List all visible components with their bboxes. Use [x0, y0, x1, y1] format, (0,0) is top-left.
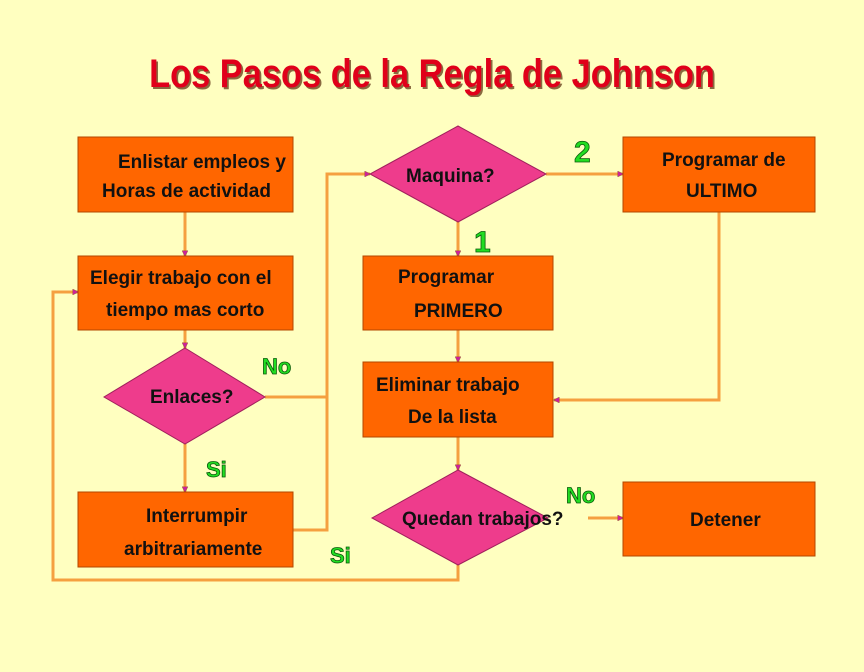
node-detener-label: Detener — [690, 510, 761, 531]
edge-label-maquina-1: 1 — [474, 226, 491, 259]
node-enlaces: Enlaces? — [103, 347, 266, 445]
edge-label-enlaces-no: No — [262, 354, 291, 379]
node-programar-ultimo-line1: Programar de — [662, 150, 786, 171]
edge-label-enlaces-si: Si — [206, 457, 227, 482]
node-elegir: Elegir trabajo con el tiempo mas corto — [77, 255, 294, 331]
node-enlistar: Enlistar empleos y Horas de actividad — [77, 136, 294, 213]
node-quedan-label: Quedan trabajos? — [402, 509, 564, 530]
edge-label-quedan-no: No — [566, 483, 595, 508]
node-programar-primero-line1: Programar — [398, 267, 495, 288]
edge-quedan-si-loop — [51, 292, 460, 582]
node-elegir-line2: tiempo mas corto — [106, 300, 264, 321]
node-programar-primero-line2: PRIMERO — [414, 301, 503, 322]
node-maquina: Maquina? — [368, 125, 548, 223]
connectors — [51, 174, 721, 582]
node-maquina-label: Maquina? — [406, 166, 495, 187]
node-programar-primero: Programar PRIMERO — [362, 255, 554, 331]
edge-interrumpir-to-maquina — [293, 174, 370, 532]
node-eliminar: Eliminar trabajo De la lista — [362, 361, 554, 438]
node-detener: Detener — [622, 481, 816, 557]
node-interrumpir-line2: arbitrariamente — [124, 539, 262, 560]
node-programar-ultimo: Programar de ULTIMO — [622, 136, 816, 213]
node-eliminar-line1: Eliminar trabajo — [376, 375, 520, 396]
edge-label-maquina-2: 2 — [574, 136, 591, 169]
node-interrumpir: Interrumpir arbitrariamente — [77, 491, 294, 568]
page-title: Los Pasos de la Regla de Johnson — [149, 52, 715, 96]
node-quedan: Quedan trabajos? — [370, 469, 564, 566]
node-programar-ultimo-line2: ULTIMO — [686, 181, 757, 202]
edge-ultimo-eliminar — [554, 212, 721, 400]
node-enlistar-line2: Horas de actividad — [102, 181, 271, 202]
node-elegir-line1: Elegir trabajo con el — [90, 268, 272, 289]
node-interrumpir-line1: Interrumpir — [146, 506, 248, 527]
node-enlaces-label: Enlaces? — [150, 387, 233, 408]
node-eliminar-line2: De la lista — [408, 407, 497, 428]
node-enlistar-line1: Enlistar empleos y — [118, 152, 286, 173]
edge-label-quedan-si: Si — [330, 543, 351, 568]
